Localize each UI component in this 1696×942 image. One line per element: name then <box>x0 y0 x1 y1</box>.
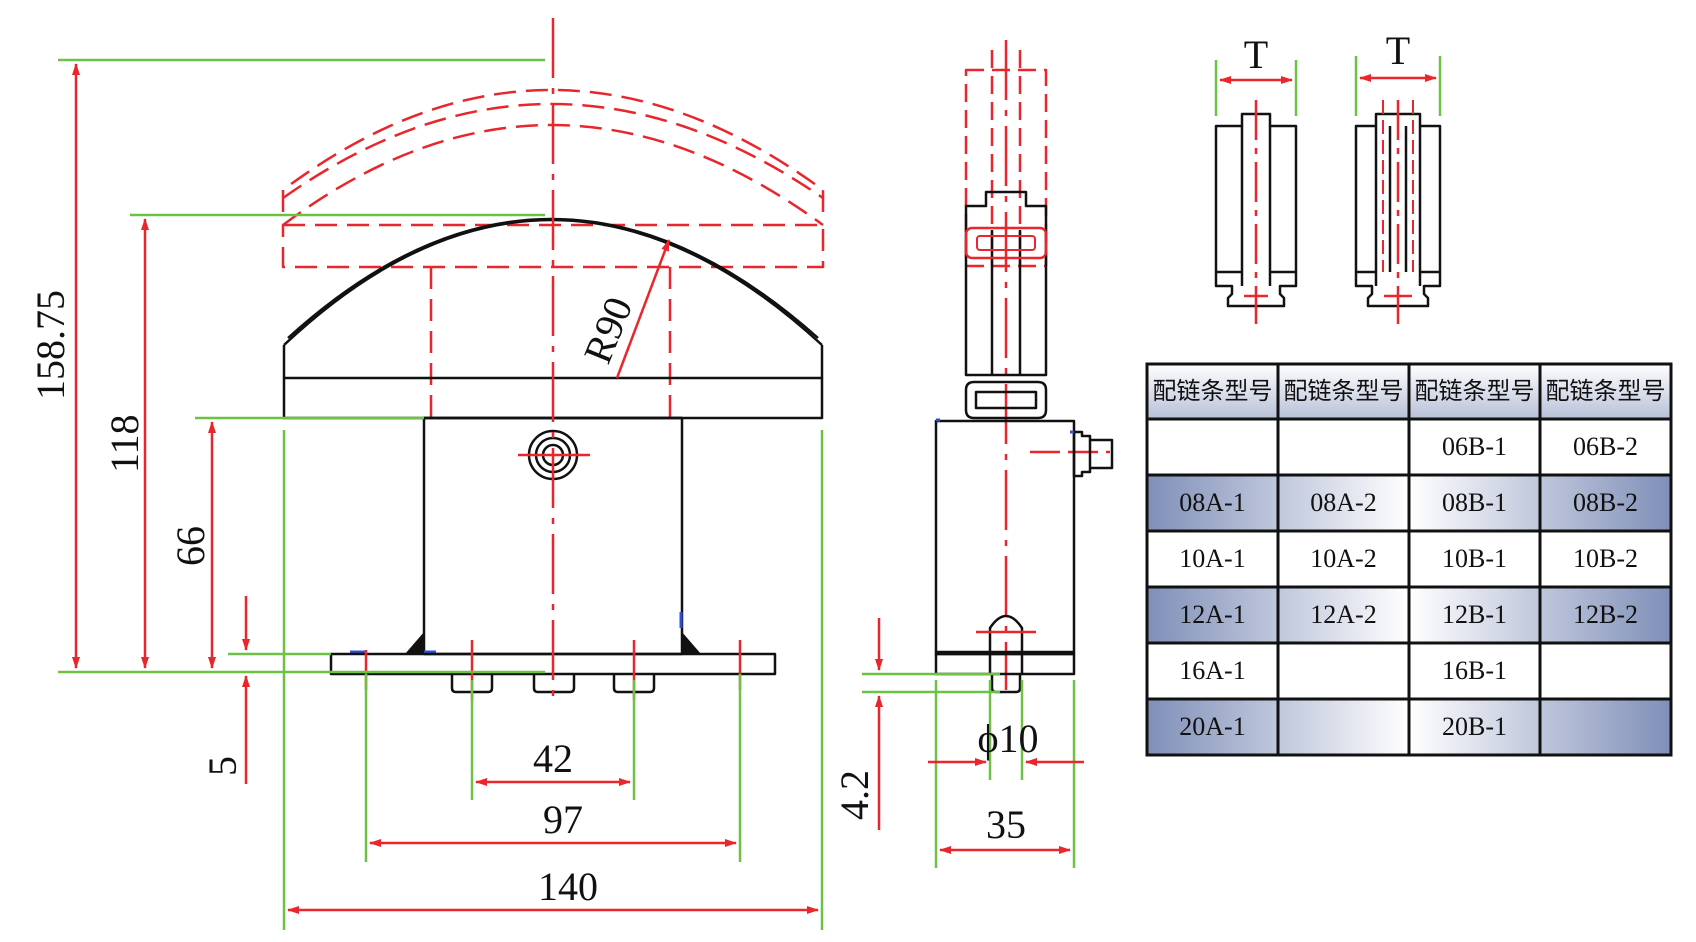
table-cell: 08A-2 <box>1310 488 1376 517</box>
side-view <box>934 40 1114 694</box>
table-cell: 20A-1 <box>1179 712 1245 741</box>
table-cell: 12B-1 <box>1442 600 1507 629</box>
dim-radius: R90 <box>575 291 642 370</box>
table-header-cell: 配链条型号 <box>1415 378 1535 405</box>
dim-height-cover: 118 <box>102 414 147 473</box>
table-cell: 08B-1 <box>1442 488 1507 517</box>
table-cell: 06B-2 <box>1573 432 1638 461</box>
table-header-cell: 配链条型号 <box>1284 378 1404 405</box>
dim-side-width: 35 <box>986 802 1026 847</box>
side-dimension-lines <box>875 618 1084 854</box>
dim-shaft-diameter: ϕ10 <box>977 716 1038 761</box>
side-cover-profile <box>964 190 1048 420</box>
table-cell: 08A-1 <box>1179 488 1245 517</box>
table-cell: 12A-1 <box>1179 600 1245 629</box>
dim-hole-spacing: 42 <box>533 736 573 781</box>
track-detail-1 <box>1214 60 1298 324</box>
dim-track-width-1: T <box>1244 32 1268 77</box>
dim-height-total: 158.75 <box>28 290 73 400</box>
weld-gusset-left <box>405 632 424 654</box>
side-extension-lines <box>862 672 1076 868</box>
dim-track-width-2: T <box>1386 28 1410 73</box>
table-cell: 12A-2 <box>1310 600 1376 629</box>
dim-width-total: 140 <box>538 864 598 909</box>
table-header-cell: 配链条型号 <box>1546 378 1666 405</box>
front-extension-lines <box>58 58 824 930</box>
front-view <box>281 18 825 700</box>
track-detail-2 <box>1354 56 1442 324</box>
side-cable-gland <box>1072 430 1114 478</box>
weld-gusset-right <box>682 632 701 654</box>
table-cell: 16A-1 <box>1179 656 1245 685</box>
front-dimension-lines <box>72 63 819 914</box>
side-shaft-slot <box>988 614 1024 674</box>
side-hidden-slot <box>964 226 1048 260</box>
table-cell: 10B-1 <box>1442 544 1507 573</box>
table-cell: 10A-1 <box>1179 544 1245 573</box>
table-cell: 06B-1 <box>1442 432 1507 461</box>
table-cell: 16B-1 <box>1442 656 1507 685</box>
front-centerlines <box>364 18 742 700</box>
side-base <box>934 652 1076 676</box>
table-header-cell: 配链条型号 <box>1153 378 1273 405</box>
table-cell: 20B-1 <box>1442 712 1507 741</box>
dim-plate-thickness: 5 <box>200 756 245 776</box>
table-cell: 10A-2 <box>1310 544 1376 573</box>
dim-side-offset: 4.2 <box>832 770 877 820</box>
table-cell: 08B-2 <box>1573 488 1638 517</box>
dim-mount-spacing: 97 <box>543 797 583 842</box>
table-cell: 12B-2 <box>1573 600 1638 629</box>
radius-leader <box>615 239 671 379</box>
dim-height-body: 66 <box>168 526 213 566</box>
table-cell: 10B-2 <box>1573 544 1638 573</box>
